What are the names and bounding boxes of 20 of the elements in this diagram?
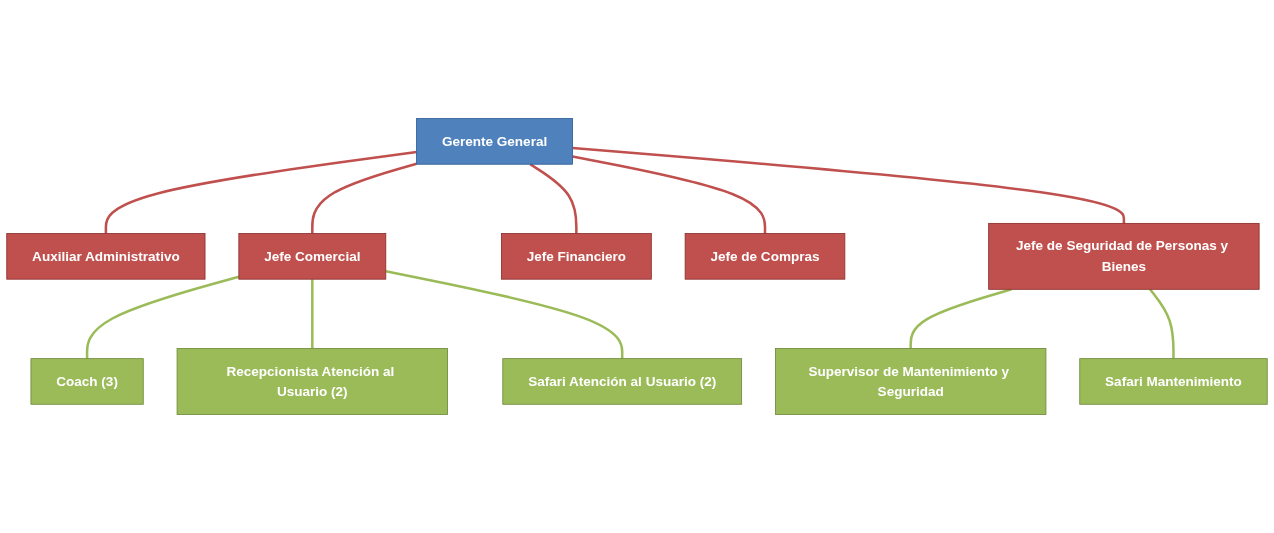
node-box: Jefe Comercial: [238, 233, 387, 280]
connector: [85, 275, 240, 359]
connector: [572, 155, 767, 234]
node-box: Recepcionista Atención al Usuario (2): [176, 348, 448, 415]
node-box: Safari Atención al Usuario (2): [502, 358, 743, 405]
node-box: Auxiliar Administrativo: [6, 233, 206, 280]
connector: [311, 279, 314, 349]
node-box: Jefe de Compras: [684, 233, 846, 280]
node-box: Coach (3): [30, 358, 144, 405]
node-box: Supervisor de Mantenimiento y Seguridad: [775, 348, 1047, 415]
node-box: Jefe de Seguridad de Personas y Bienes: [988, 222, 1260, 290]
connector: [104, 150, 417, 234]
node-box: Safari Mantenimiento: [1079, 358, 1268, 405]
node-box: Gerente General: [416, 118, 573, 165]
connector: [529, 163, 578, 234]
connector: [311, 162, 417, 234]
connector: [385, 269, 624, 359]
node-box: Jefe Financiero: [500, 233, 652, 280]
connector: [909, 288, 1012, 349]
connector: [1149, 288, 1175, 359]
